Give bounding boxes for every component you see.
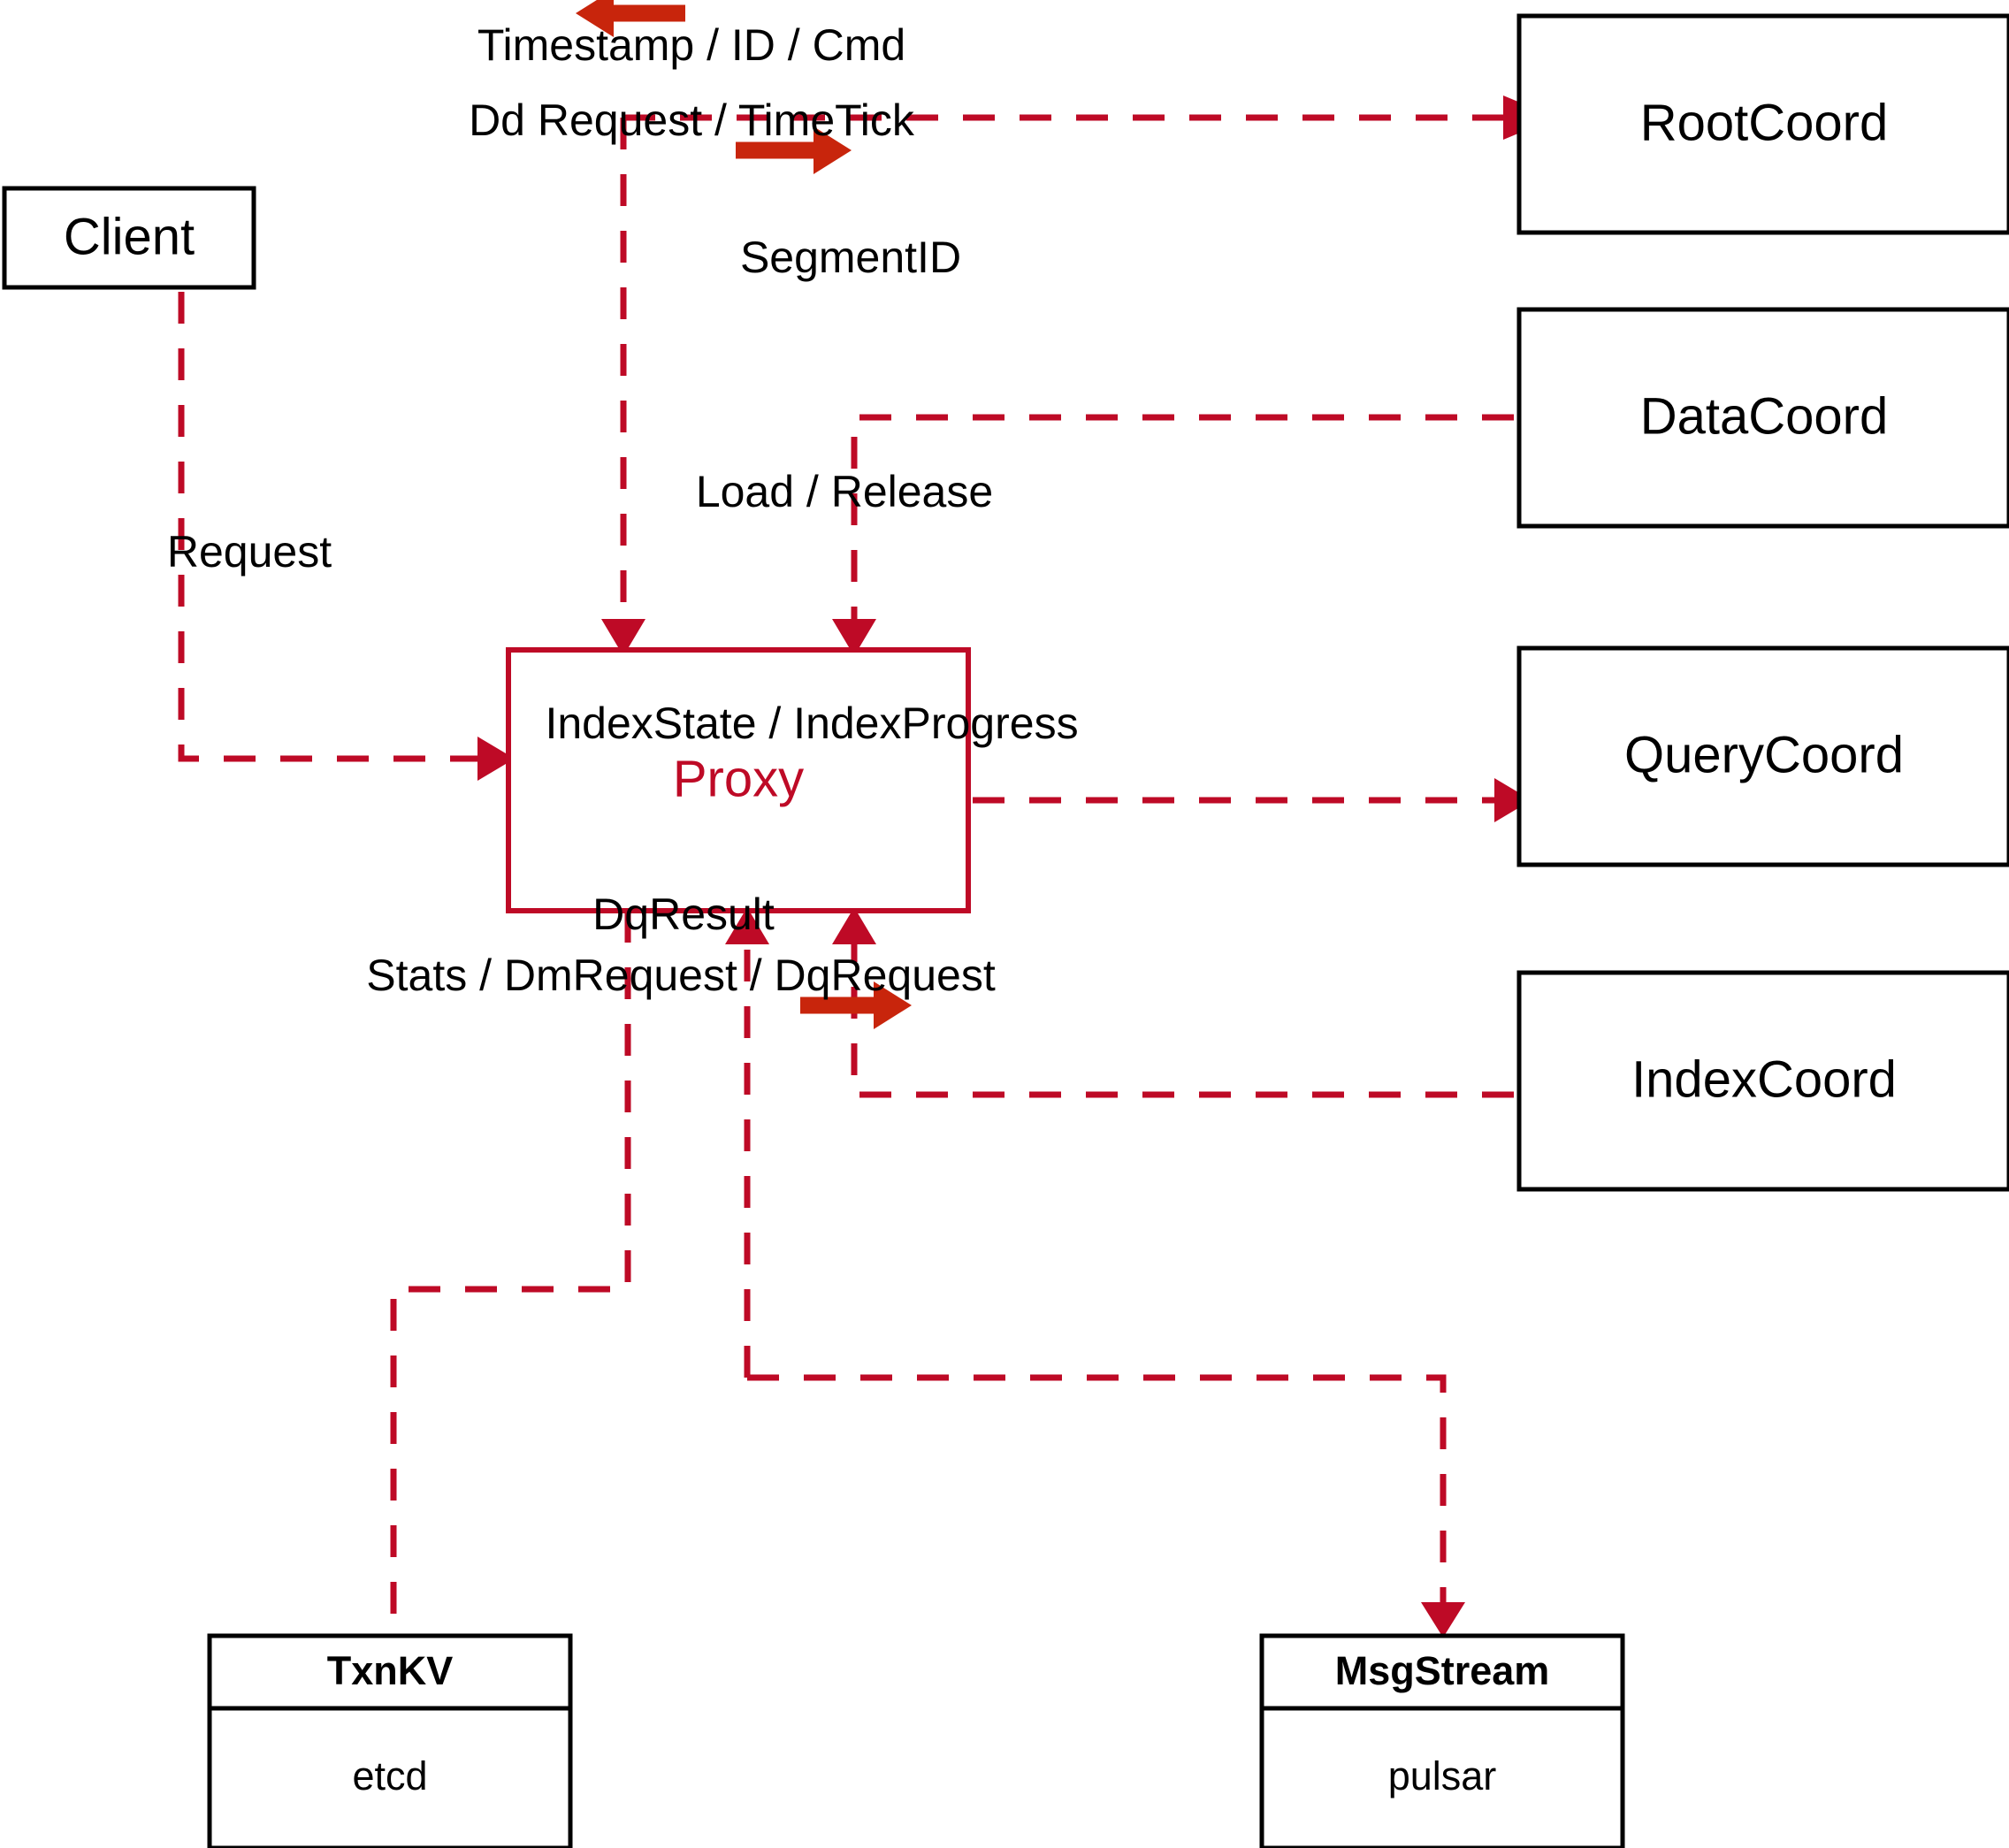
node-datacoord[interactable]: DataCoord — [1516, 307, 2009, 529]
edge-path — [390, 911, 631, 1636]
edge-indexcoord-to-proxy — [832, 907, 1514, 1098]
node-indexcoord[interactable]: IndexCoord — [1516, 970, 2009, 1192]
edge-label-layer: Timestamp / ID / Cmd Dd Request / TimeTi… — [167, 20, 1079, 1000]
node-proxy-label: Proxy — [673, 750, 804, 807]
edge-path — [178, 292, 477, 762]
arrowhead-right-icon — [477, 737, 515, 781]
edge-proxy-to-msgstream — [747, 1374, 1465, 1638]
node-layer: Client Proxy RootCoord DataCoord QueryCo… — [2, 13, 2009, 1848]
node-querycoord-label: QueryCoord — [1624, 726, 1904, 783]
edge-path — [747, 1374, 1447, 1602]
node-msgstream-subtitle: pulsar — [1388, 1753, 1497, 1798]
edge-path — [851, 944, 1514, 1098]
edge-datacoord-to-proxy — [832, 414, 1514, 656]
node-txnkv-subtitle: etcd — [352, 1753, 427, 1798]
node-client-box[interactable] — [2, 186, 256, 290]
label-indexstate-indexprogress: IndexState / IndexProgress — [545, 699, 1078, 748]
node-datacoord-label: DataCoord — [1640, 387, 1888, 445]
label-load-release: Load / Release — [696, 467, 993, 516]
node-proxy-box[interactable] — [506, 647, 971, 913]
node-querycoord-box[interactable] — [1516, 645, 2009, 867]
node-datacoord-box[interactable] — [1516, 307, 2009, 529]
node-rootcoord-label: RootCoord — [1640, 94, 1888, 151]
label-stats-dmrequest-dqrequest: Stats / DmRequest / DqRequest — [366, 951, 996, 1000]
edge-layer — [178, 95, 1556, 1638]
arrowhead-down-icon — [832, 619, 876, 656]
node-indexcoord-box[interactable] — [1516, 970, 2009, 1192]
node-txnkv-title: TxnKV — [327, 1648, 454, 1693]
label-dd-request-timetick: Dd Request / TimeTick — [469, 95, 915, 145]
node-msgstream-box[interactable] — [1259, 1633, 1625, 1848]
node-txnkv[interactable]: TxnKV etcd — [207, 1633, 573, 1848]
arrowhead-down-icon — [1421, 1602, 1465, 1638]
label-request: Request — [167, 527, 332, 577]
arrowhead-right-icon — [1494, 778, 1532, 822]
edge-msgstream-to-proxy — [725, 907, 769, 1378]
node-rootcoord-box[interactable] — [1516, 13, 2009, 235]
node-msgstream[interactable]: MsgStream pulsar — [1259, 1633, 1625, 1848]
edge-path — [851, 414, 1514, 619]
legend-arrow-timestamp-icon — [576, 0, 685, 37]
legend-arrow-dqrequest-icon — [800, 981, 912, 1029]
node-rootcoord[interactable]: RootCoord — [1516, 13, 2009, 235]
edge-proxy-to-querycoord — [973, 778, 1532, 822]
node-client[interactable]: Client — [2, 186, 256, 290]
label-dqresult: DqResult — [592, 890, 775, 939]
node-indexcoord-label: IndexCoord — [1631, 1050, 1897, 1108]
legend-arrow-ddrequest-icon — [736, 126, 852, 174]
label-segmentid: SegmentID — [740, 233, 961, 282]
edge-proxy-to-txnkv — [390, 911, 631, 1636]
edge-client-to-proxy — [178, 292, 515, 781]
arrowhead-up-icon — [832, 907, 876, 944]
node-msgstream-title: MsgStream — [1335, 1648, 1550, 1693]
node-querycoord[interactable]: QueryCoord — [1516, 645, 2009, 867]
arrowhead-up-icon — [725, 907, 769, 944]
node-txnkv-box[interactable] — [207, 1633, 573, 1848]
node-client-label: Client — [64, 208, 195, 265]
edge-rootcoord-to-proxy — [601, 118, 645, 656]
label-timestamp-id-cmd: Timestamp / ID / Cmd — [477, 20, 905, 70]
arrowhead-down-icon — [601, 619, 645, 656]
node-proxy[interactable]: Proxy — [506, 647, 971, 913]
